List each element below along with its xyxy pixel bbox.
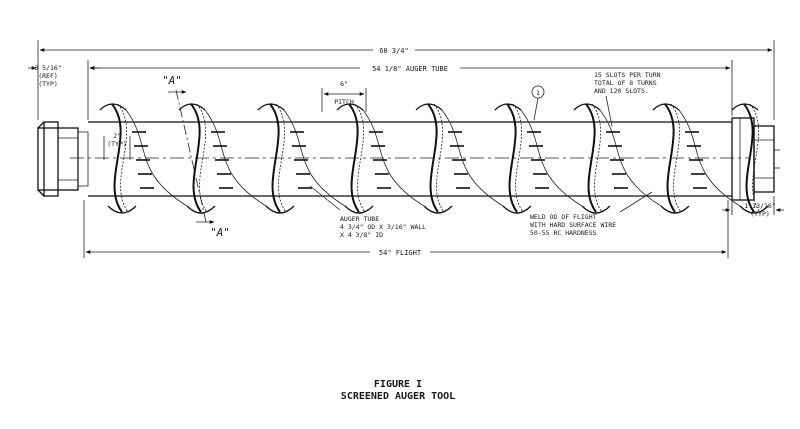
slot-spacing-value: 2" <box>113 132 121 140</box>
flight-rim <box>731 103 759 111</box>
pitch-dimension: 6" PITCH <box>321 80 367 112</box>
weld-callout-line1: WELD OD OF FLIGHT <box>530 213 597 221</box>
weld-callout: WELD OD OF FLIGHT WITH HARD SURFACE WIRE… <box>530 191 653 237</box>
left-ref-note: (REF) <box>38 72 58 80</box>
flight-rim <box>573 103 601 111</box>
flight-rim <box>257 103 285 111</box>
flight-weld <box>117 103 129 213</box>
flight-weld <box>591 103 603 213</box>
flight-rim <box>502 205 532 214</box>
tube-callout: AUGER TUBE 4 3/4" OD X 3/16" WALL X 4 3/… <box>309 185 426 239</box>
flight-edge <box>664 103 676 213</box>
auger-tube-length-label: 54 1/8" AUGER TUBE <box>372 65 448 73</box>
section-mark-top: "A" <box>162 74 182 87</box>
flight-back-edge <box>441 109 504 207</box>
left-ref-dimension: 3 5/16" (REF) (TYP) <box>28 64 100 88</box>
overall-length-label: 60 3/4" <box>379 47 409 55</box>
flight-rim <box>186 205 216 214</box>
flight-weld <box>433 103 445 213</box>
tube-callout-line1: AUGER TUBE <box>340 215 379 223</box>
section-mark-bottom: "A" <box>210 226 230 239</box>
left-ref-value: 3 5/16" <box>34 64 61 72</box>
flight-rim <box>107 205 137 214</box>
overall-length-dimension: 60 3/4" <box>37 40 775 120</box>
flight-length-dimension: 54" FLIGHT <box>83 200 729 258</box>
flight-back-edge <box>125 109 188 207</box>
flight-rim <box>99 103 127 111</box>
flight-weld <box>196 103 208 213</box>
slot-spacing-dimension: 2" (TYP) <box>103 132 131 160</box>
slots-callout-line2: TOTAL OF 8 TURNS <box>594 79 657 87</box>
flight-weld <box>670 103 682 213</box>
flight-rim <box>344 205 374 214</box>
tube-callout-line2: 4 3/4" OD X 3/16" WALL <box>340 223 426 231</box>
flight-back-edge <box>520 109 583 207</box>
flight-back-edge <box>362 109 425 207</box>
section-cut-line: "A" "A" <box>162 74 230 239</box>
flight-rim <box>265 205 295 214</box>
slots-callout-line3: AND 120 SLOTS. <box>594 87 649 95</box>
flight-back-edge <box>599 109 662 207</box>
auger-tube-dimension: 54 1/8" AUGER TUBE <box>87 60 733 120</box>
slots-callout-line1: 15 SLOTS PER TURN <box>594 71 661 79</box>
figure-title: FIGURE I <box>374 379 422 390</box>
flight-rim <box>415 103 443 111</box>
flight-weld <box>275 103 287 213</box>
flight-rim <box>739 205 769 214</box>
flight-rim <box>423 205 453 214</box>
flight-edge <box>269 103 281 213</box>
flight-edge <box>427 103 439 213</box>
right-end-value: 1 13/16" <box>744 202 775 210</box>
flight-back-edge <box>678 109 741 207</box>
flight-edge <box>190 103 202 213</box>
flight-weld <box>354 103 366 213</box>
flight-edge <box>506 103 518 213</box>
tube-callout-line3: X 4 3/8" ID <box>340 231 383 239</box>
flight-edge <box>743 103 755 213</box>
flight-edge <box>111 103 123 213</box>
slots-callout: 15 SLOTS PER TURN TOTAL OF 8 TURNS AND 1… <box>594 71 661 127</box>
pitch-value: 6" <box>340 80 348 88</box>
flight-rim <box>336 103 364 111</box>
slot-spacing-typ: (TYP) <box>107 140 127 148</box>
flight-back-edge <box>204 109 267 207</box>
flight-length-label: 54" FLIGHT <box>379 249 422 257</box>
figure-subtitle: SCREENED AUGER TOOL <box>341 391 455 402</box>
flight-rim <box>494 103 522 111</box>
flight-edge <box>348 103 360 213</box>
flight-rim <box>652 103 680 111</box>
item-balloon: 1 <box>531 85 545 121</box>
flight-weld <box>512 103 524 213</box>
left-ref-typ: (TYP) <box>38 80 58 88</box>
flight-rim <box>660 205 690 214</box>
item-number: 1 <box>536 89 540 97</box>
auger-flights <box>99 103 769 214</box>
right-end-dimension: 1 13/16" (TYP) <box>722 196 784 218</box>
auger-tube <box>70 121 750 197</box>
flight-weld <box>749 103 761 213</box>
figure-caption: FIGURE I SCREENED AUGER TOOL <box>341 379 455 402</box>
right-end-fitting <box>731 117 780 201</box>
flight-back-edge <box>283 109 346 207</box>
right-end-typ: (TYP) <box>750 210 770 218</box>
weld-callout-line2: WITH HARD SURFACE WIRE <box>530 221 616 229</box>
flight-rim <box>178 103 206 111</box>
left-end-fitting <box>37 121 89 197</box>
flight-rim <box>581 205 611 214</box>
flight-edge <box>585 103 597 213</box>
pitch-label: PITCH <box>334 98 354 106</box>
weld-callout-line3: 50-55 RC HARDNESS <box>530 229 597 237</box>
